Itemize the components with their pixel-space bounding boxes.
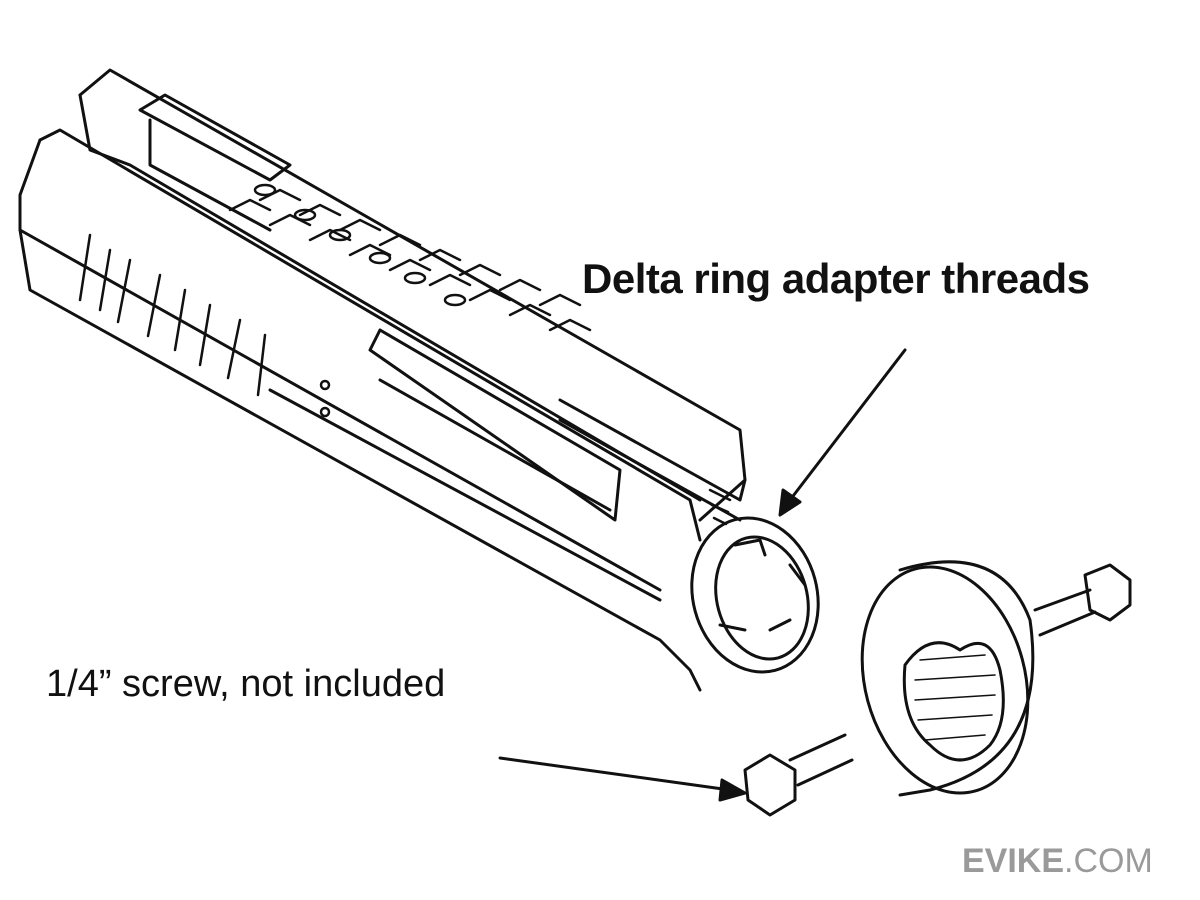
screw-right (1033, 563, 1132, 637)
thread-die (860, 560, 1035, 797)
watermark-suffix: .COM (1064, 842, 1153, 880)
delta-ring-adapter (690, 516, 820, 674)
upper-receiver (18, 68, 747, 692)
arrow-head-screw (718, 778, 747, 802)
screw-label: 1/4” screw, not included (46, 663, 446, 705)
watermark-brand: EVIKE (962, 842, 1065, 880)
watermark: EVIKE.COM (962, 842, 1153, 881)
arrows (498, 348, 907, 802)
arrow-head-delta (778, 488, 802, 517)
delta-ring-label: Delta ring adapter threads (582, 255, 1090, 302)
screw-left (743, 733, 854, 817)
